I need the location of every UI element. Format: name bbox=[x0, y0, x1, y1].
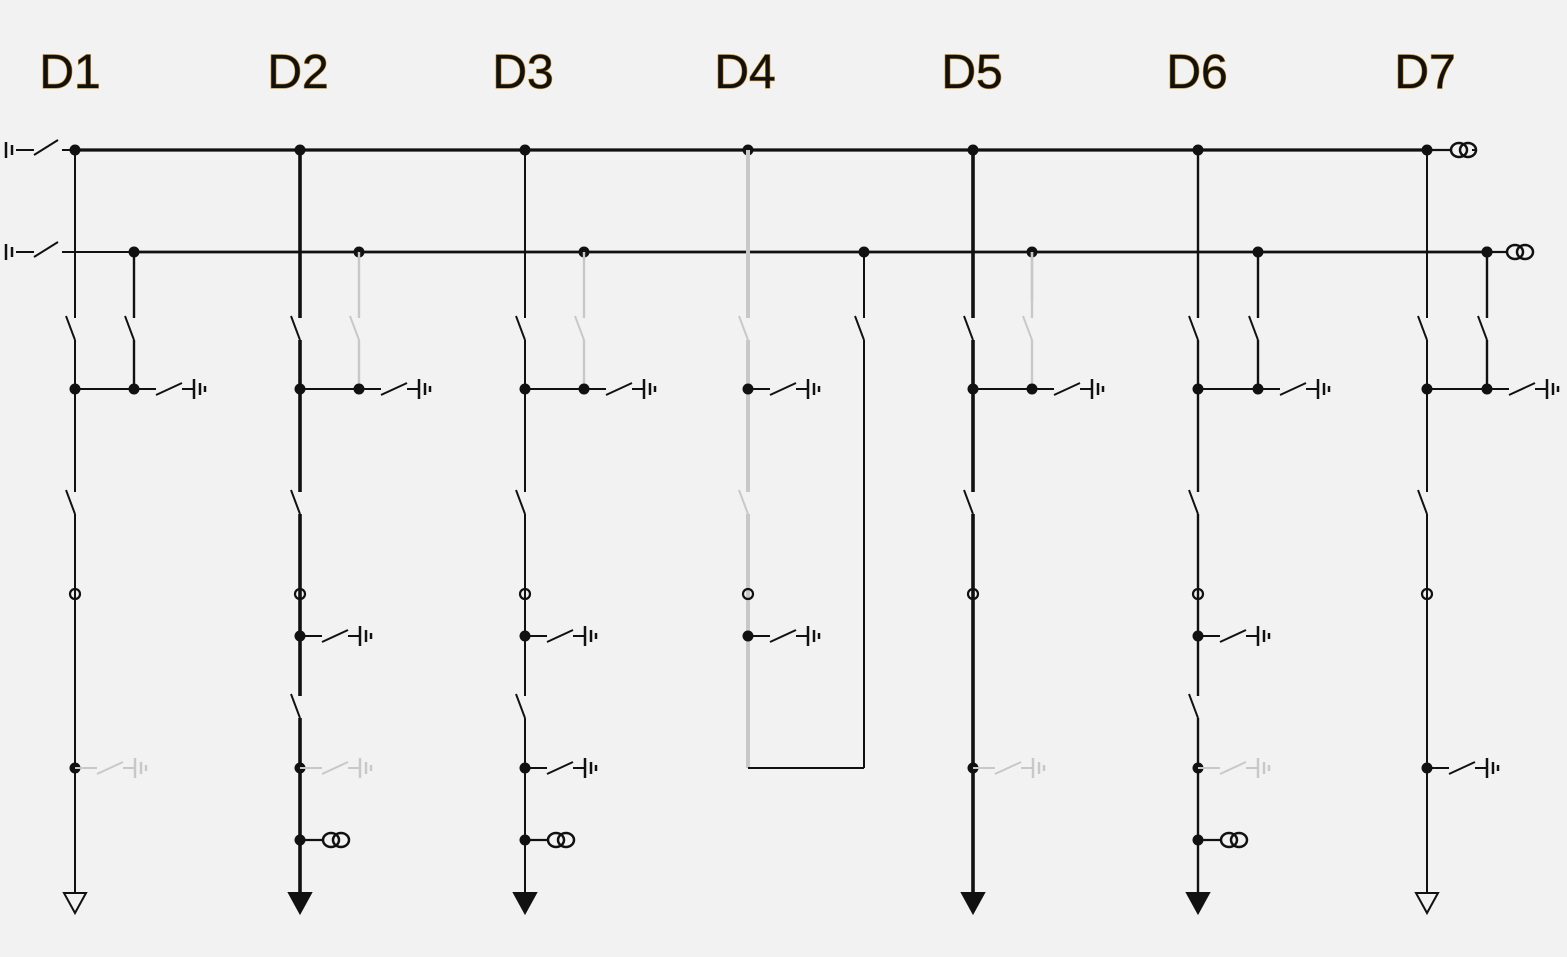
breaker-node bbox=[68, 587, 82, 601]
ct-coil bbox=[546, 831, 566, 849]
feeder-label-d4: D4 bbox=[714, 46, 775, 99]
switch-blade bbox=[1022, 315, 1033, 341]
earth-switch-blade bbox=[1053, 382, 1081, 396]
breaker-node bbox=[293, 587, 307, 601]
junction-node bbox=[1192, 383, 1204, 395]
breaker-node bbox=[1420, 587, 1434, 601]
switch-blade bbox=[738, 489, 749, 515]
earth-switch-blade bbox=[994, 761, 1022, 775]
switch-blade bbox=[854, 315, 865, 341]
earth-switch-blade bbox=[769, 629, 797, 643]
earth-switch-blade bbox=[96, 761, 124, 775]
junction-node bbox=[1421, 383, 1433, 395]
switch-blade bbox=[124, 315, 135, 341]
switch-blade bbox=[1248, 315, 1259, 341]
junction-node bbox=[294, 383, 306, 395]
switch-blade bbox=[515, 315, 526, 341]
switch-blade bbox=[738, 315, 749, 341]
feeder-label-d2: D2 bbox=[267, 46, 328, 99]
feeder-outlet-arrow-open bbox=[1414, 892, 1440, 916]
feeder-label-d1: D1 bbox=[39, 46, 100, 99]
busbar-2-incomer-switch bbox=[33, 241, 59, 258]
earth-switch-blade bbox=[769, 382, 797, 396]
busbar-2-ct-coil bbox=[1505, 243, 1525, 261]
switch-blade bbox=[1188, 315, 1199, 341]
breaker-node bbox=[518, 587, 532, 601]
busbar-2-ct-coil bbox=[1515, 243, 1535, 261]
breaker-node bbox=[1191, 587, 1205, 601]
switch-blade bbox=[1477, 315, 1488, 341]
switch-blade bbox=[963, 315, 974, 341]
earth-switch-blade bbox=[1508, 382, 1536, 396]
feeder-outlet-arrow bbox=[512, 892, 538, 916]
feeder-label-d6: D6 bbox=[1166, 46, 1227, 99]
junction-node bbox=[69, 383, 81, 395]
wiring bbox=[4, 139, 1560, 916]
switch-blade bbox=[515, 693, 526, 719]
feeder-outlet-arrow bbox=[960, 892, 986, 916]
feeder-outlet-arrow bbox=[287, 892, 313, 916]
earth-switch-blade bbox=[546, 629, 574, 643]
junction-node bbox=[967, 383, 979, 395]
switch-blade bbox=[1417, 315, 1428, 341]
breaker-node bbox=[966, 587, 980, 601]
earth-switch-blade bbox=[1279, 382, 1307, 396]
switch-blade bbox=[1188, 489, 1199, 515]
switch-blade bbox=[1417, 489, 1428, 515]
ct-coil bbox=[556, 831, 576, 849]
switch-blade bbox=[349, 315, 360, 341]
ct-coil bbox=[321, 831, 341, 849]
junction-node bbox=[519, 383, 531, 395]
switch-blade bbox=[290, 693, 301, 719]
busbar-1-incomer-switch bbox=[33, 139, 59, 156]
ct-coil bbox=[1219, 831, 1239, 849]
earth-switch-blade bbox=[1219, 761, 1247, 775]
earth-switch-blade bbox=[321, 761, 349, 775]
switch-blade bbox=[574, 315, 585, 341]
ct-coil bbox=[331, 831, 351, 849]
switch-blade bbox=[1188, 693, 1199, 719]
feeder-label-d5: D5 bbox=[941, 46, 1002, 99]
feeder-outlet-arrow-open bbox=[62, 892, 88, 916]
switch-blade bbox=[290, 489, 301, 515]
earth-switch-blade bbox=[605, 382, 633, 396]
earth-switch-blade bbox=[321, 629, 349, 643]
switch-blade bbox=[65, 315, 76, 341]
junction-node bbox=[1481, 246, 1493, 258]
earth-switch-blade bbox=[380, 382, 408, 396]
breaker-node bbox=[741, 587, 755, 601]
feeder-label-d3: D3 bbox=[492, 46, 553, 99]
switch-blade bbox=[65, 489, 76, 515]
earth-switch-blade bbox=[1448, 761, 1476, 775]
feeder-outlet-arrow bbox=[1185, 892, 1211, 916]
feeder-labels: D1 D2 D3 D4 D5 D6 D7 bbox=[39, 45, 1457, 99]
earth-switch-blade bbox=[546, 761, 574, 775]
switch-blade bbox=[963, 489, 974, 515]
ct-coil bbox=[1229, 831, 1249, 849]
earth-switch-blade bbox=[155, 382, 183, 396]
busbar-1-ct-coil bbox=[1449, 141, 1469, 159]
switch-blade bbox=[290, 315, 301, 341]
switch-blade bbox=[515, 489, 526, 515]
earth-switch-blade bbox=[1219, 629, 1247, 643]
feeder-label-d7: D7 bbox=[1394, 46, 1455, 99]
